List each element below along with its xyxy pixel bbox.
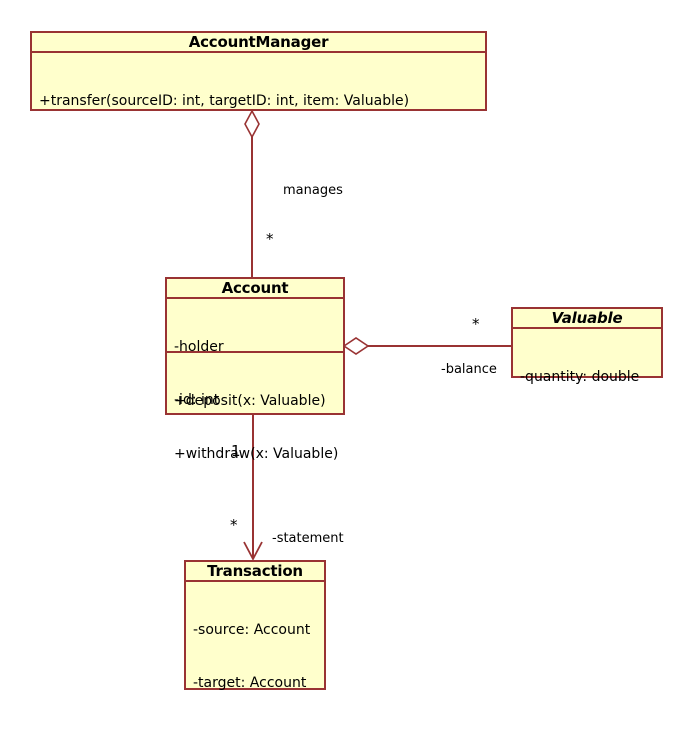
attribute-row: -quantity: double — [520, 368, 640, 385]
class-name-accountmanager: AccountManager — [188, 33, 329, 51]
edge-label-manages: manages — [283, 183, 343, 198]
multiplicity-account-valuable-target: * — [472, 315, 480, 333]
attribute-row: -source: Account — [193, 621, 311, 638]
class-name-account: Account — [221, 279, 289, 297]
multiplicity-account-transaction-source: 1 — [231, 442, 241, 460]
attribute-row: -id: int — [174, 391, 220, 408]
edge-manager-account-line[interactable] — [251, 133, 253, 277]
class-box-valuable[interactable]: Valuable -quantity: double — [511, 307, 663, 385]
operation-row: +withdraw(x: Valuable) — [174, 445, 339, 462]
attribute-row: -holder — [174, 338, 224, 355]
class-operations-account: +deposit(x: Valuable) +withdraw(x: Valua… — [167, 351, 343, 503]
edge-label-balance: -balance — [441, 362, 497, 377]
class-attributes-transaction: -source: Account -target: Account -date … — [186, 580, 324, 729]
edge-label-statement: -statement — [272, 531, 344, 546]
attribute-row: -target: Account — [193, 674, 307, 691]
class-attributes-account: -holder -id: int — [167, 297, 343, 408]
class-name-valuable: Valuable — [551, 309, 623, 327]
class-name-transaction: Transaction — [207, 562, 303, 580]
open-arrowhead-transaction-icon — [243, 541, 263, 561]
class-box-account[interactable]: Account -holder -id: int +deposit(x: Val… — [165, 277, 345, 462]
class-box-accountmanager[interactable]: AccountManager +transfer(sourceID: int, … — [30, 31, 487, 111]
class-box-transaction[interactable]: Transaction -source: Account -target: Ac… — [184, 560, 326, 729]
edge-account-transaction-line[interactable] — [252, 415, 254, 558]
aggregation-diamond-manager-icon — [244, 109, 260, 139]
class-operations-accountmanager: +transfer(sourceID: int, targetID: int, … — [32, 51, 485, 150]
class-attributes-valuable: -quantity: double — [513, 327, 661, 426]
edge-account-valuable-line[interactable] — [362, 345, 512, 347]
operation-row: +transfer(sourceID: int, targetID: int, … — [39, 92, 410, 109]
aggregation-diamond-account-icon — [342, 337, 370, 355]
operation-row: +deposit(x: Valuable) — [174, 392, 326, 409]
multiplicity-account-transaction-target: * — [230, 516, 238, 534]
multiplicity-manager-account-target: * — [266, 230, 274, 248]
